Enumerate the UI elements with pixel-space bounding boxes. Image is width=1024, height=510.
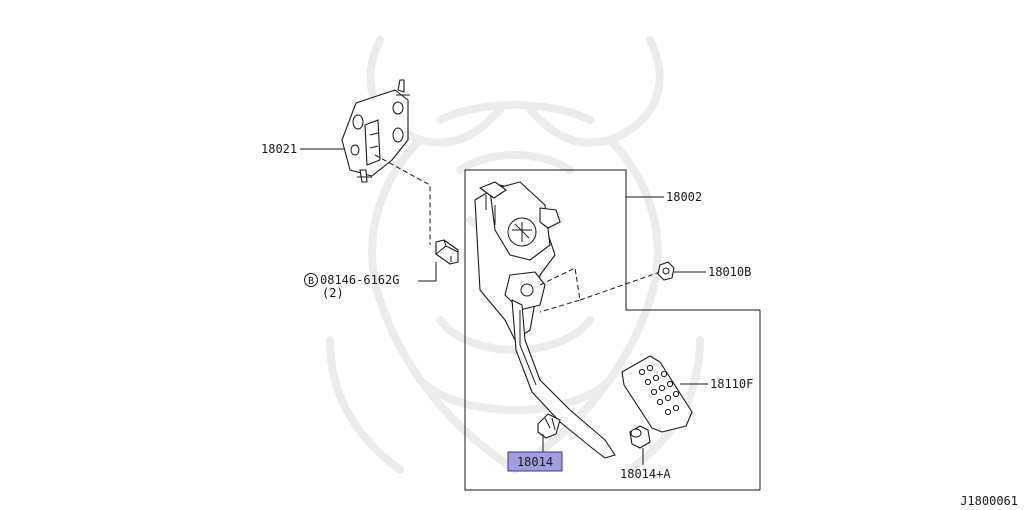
label-18021: 18021 [261,142,297,156]
assembly-frame [464,169,761,491]
mounting-bracket [341,79,410,183]
bolt-prefix: B [308,276,314,287]
leader-bolt [418,262,437,282]
label-bolt-code: 08146-6162G [320,273,399,287]
pad-dots [638,364,680,416]
label-18014: 18014 [517,455,553,469]
label-bolt-qty: (2) [322,286,344,300]
stopper-clip [537,413,561,439]
highlighted-part-label[interactable]: 18014 [507,451,563,472]
alignment-dashes-bracket [374,154,431,245]
label-18010b: 18010B [708,265,751,279]
pedal-assembly [474,181,616,459]
pedal-pad [621,355,693,433]
nut [657,261,675,281]
diagram-id: J1800061 [960,494,1018,508]
watermark-emblem [326,36,704,474]
label-18110f: 18110F [710,377,753,391]
stopper-cap [629,425,651,449]
bolt-label: B 08146-6162G (2) [304,273,399,300]
alignment-dashes-nut [539,267,661,313]
bolt [435,239,459,265]
bolt-prefix-circle-icon [304,273,318,287]
label-18014a: 18014+A [620,467,671,481]
label-18002: 18002 [666,190,702,204]
highlight-box [507,451,563,472]
